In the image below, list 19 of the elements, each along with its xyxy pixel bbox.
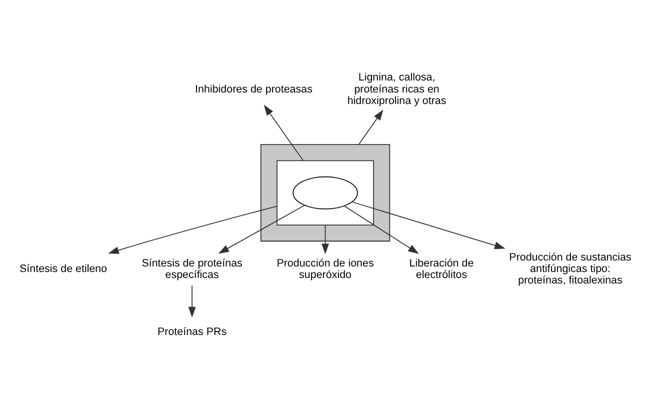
node-text: Producción de sustancias antifúngicas tipo: proteínas, fitoalexinas	[509, 250, 632, 286]
arrow	[344, 204, 419, 254]
arrow	[352, 200, 506, 249]
node-text: Proteínas PRs	[158, 326, 227, 338]
node-text: Síntesis de proteínas específicas	[142, 256, 242, 280]
node-ellipse	[292, 176, 358, 209]
arrow	[108, 205, 278, 254]
node-text: Liberación de electrólitos	[409, 256, 474, 280]
node-text: Síntesis de etileno	[20, 262, 108, 275]
arrow	[264, 104, 304, 161]
node-text: Lignina, callosa, proteínas ricas en hidroxiprolina y otras	[347, 71, 446, 106]
cluster	[260, 144, 390, 242]
arrow	[188, 284, 196, 318]
arrow	[322, 224, 330, 254]
cluster	[276, 160, 374, 225]
node-text: Producción de iones superóxido	[276, 256, 374, 280]
node-text: Inhibidores de proteasas	[195, 82, 312, 95]
arrow	[358, 109, 384, 145]
arrow	[218, 204, 305, 254]
